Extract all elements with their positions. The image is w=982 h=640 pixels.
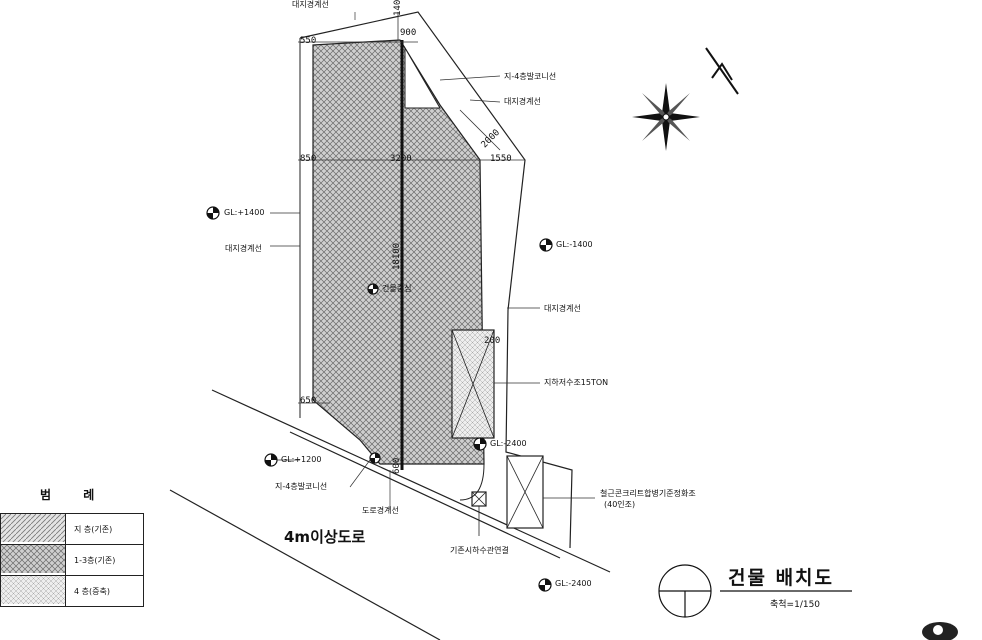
level-marker-gl-bottom	[538, 578, 552, 592]
level-marker-gl-lower-left	[264, 453, 278, 467]
manhole	[471, 491, 487, 536]
label-boundary-upper-right: 대지경계선	[504, 97, 541, 106]
legend-row: 지 층(기존)	[0, 513, 144, 545]
dim-low-a: 650	[300, 396, 317, 406]
septic-tank	[506, 455, 544, 529]
level-gl-bottom: GL:-2400	[555, 579, 592, 588]
drawing-scale: 축척=1/150	[770, 600, 821, 610]
label-sewer: 기존시하수관연결	[450, 546, 509, 555]
road-lines	[169, 389, 611, 640]
leader-lines	[270, 12, 595, 510]
dim-mid-b: 3200	[390, 154, 412, 164]
legend-title: 범 례	[40, 488, 109, 502]
level-gl-tank: GL:-2400	[490, 439, 527, 448]
dim-vertical: 18100	[392, 242, 402, 270]
label-water-tank: 지하저수조15TON	[544, 378, 609, 387]
dim-mid-a: 850	[300, 154, 317, 164]
label-septic-capacity: (40인조)	[604, 500, 636, 509]
dimension-lines	[298, 12, 525, 404]
level-marker-gl-tank	[473, 437, 487, 451]
label-boundary-top: 대지경계선	[292, 0, 329, 9]
level-gl-right: GL:-1400	[556, 240, 593, 249]
level-gl-left: GL:+1400	[224, 208, 265, 217]
dim-foot: 600	[392, 457, 402, 474]
level-gl-lower-left: GL:+1200	[281, 455, 322, 464]
label-balcony-bottom: 지-4층발코니선	[275, 482, 328, 491]
corner-smudge	[922, 622, 958, 640]
legend-swatch-basement	[0, 513, 66, 545]
north-arrow-icon	[705, 47, 739, 95]
legend-row: 1-3층(기존)	[0, 544, 144, 576]
level-marker-gl-right	[539, 238, 553, 252]
legend-table: 지 층(기존) 1-3층(기존) 4 층(증축)	[0, 513, 144, 607]
label-road-boundary: 도로경계선	[362, 506, 399, 515]
water-tank	[451, 329, 495, 439]
legend-label: 4 층(증축)	[65, 575, 144, 607]
dim-top-c: 900	[400, 28, 417, 38]
level-marker-gl-left	[206, 206, 220, 220]
label-boundary-right: 대지경계선	[544, 304, 581, 313]
label-balcony-top: 지-4층발코니선	[504, 72, 557, 81]
dim-top-a: 550	[300, 36, 317, 46]
center-marker-bottom	[369, 452, 381, 464]
legend-swatch-extension	[0, 575, 66, 607]
legend-label: 1-3층(기존)	[65, 544, 144, 576]
drawing-title: 건물 배치도	[728, 567, 835, 589]
legend-label: 지 층(기존)	[65, 513, 144, 545]
road-label: 4m이상도로	[284, 528, 366, 546]
label-boundary-left: 대지경계선	[225, 244, 262, 253]
legend-swatch-floors	[0, 544, 66, 576]
site-boundary-line	[299, 11, 573, 549]
dim-tank: 200	[484, 336, 501, 346]
legend-row: 4 층(증축)	[0, 575, 144, 607]
label-center-mark: 건물중심	[382, 284, 412, 293]
balcony-void	[404, 46, 441, 109]
title-symbol-icon	[658, 564, 712, 618]
label-septic-tank: 철근콘크리트합병기준정화조	[600, 489, 696, 498]
compass-rose-icon	[632, 83, 700, 151]
dim-mid-c: 1550	[490, 154, 512, 164]
center-marker	[367, 283, 379, 295]
dim-top-b: 1400	[393, 0, 403, 16]
